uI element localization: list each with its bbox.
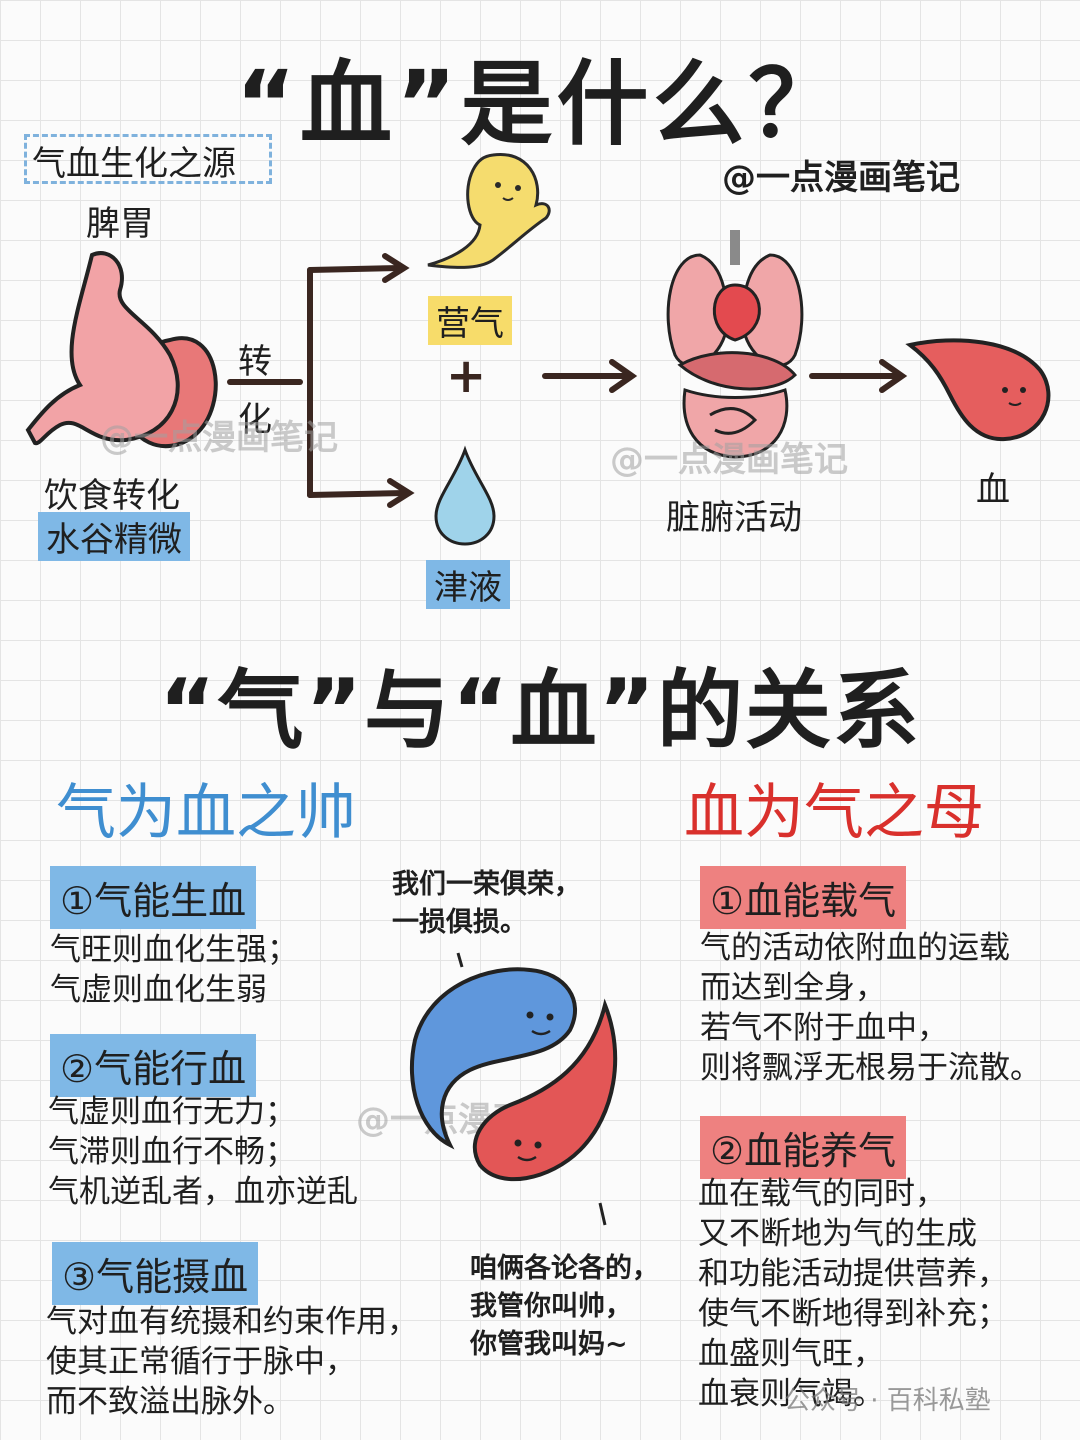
water-drop-icon	[434, 445, 496, 546]
footer-watermark: 公众号 · 百科私塾	[784, 1386, 991, 1416]
spleen-label: 脾胃	[86, 204, 154, 244]
flow-arrows	[227, 253, 908, 508]
convert-label-1: 转	[238, 342, 272, 382]
source-label: 气血生化之源	[32, 144, 236, 184]
right-section-title: 血为气之母	[684, 778, 984, 848]
stomach-illustration	[25, 251, 218, 449]
source-label-box	[24, 134, 272, 184]
organs-illustration	[666, 230, 804, 459]
title-top: “血”是什么？	[235, 51, 845, 158]
ying-qi-ghost-icon	[427, 153, 551, 269]
left-item-2-text: 气虚则血行无力； 气滞则血行不畅； 气机逆乱者，血亦逆乱	[48, 1094, 358, 1210]
left-item-3-badge: ③气能摄血	[52, 1242, 259, 1305]
organs-label: 脏腑活动	[666, 498, 802, 538]
right-item-2-badge: ②血能养气	[700, 1116, 907, 1179]
author-label: @一点漫画笔记	[722, 158, 960, 198]
left-item-1-text: 气旺则血化生强； 气虚则血化生弱	[50, 932, 298, 1008]
essence-label: 水谷精微	[38, 512, 190, 561]
title-bottom: “气”与“血”的关系	[158, 661, 922, 761]
right-item-2-text: 血在载气的同时， 又不断地为气的生成 和功能活动提供营养， 使气不断地得到补充；…	[698, 1176, 1008, 1412]
watermark-1: @一点漫画笔记	[100, 418, 338, 458]
ying-qi-label: 营气	[428, 296, 512, 345]
left-item-3-text: 气对血有统摄和约束作用， 使其正常循行于脉中， 而不致溢出脉外。	[46, 1304, 418, 1420]
blood-drop-icon	[905, 338, 1051, 442]
qi-blood-characters	[410, 952, 618, 1226]
left-section-title: 气为血之帅	[56, 778, 356, 848]
right-item-1-badge: ①血能载气	[700, 866, 907, 929]
left-item-1-badge: ①气能生血	[50, 866, 257, 929]
speech-top: 我们一荣俱荣， 一损俱损。	[392, 869, 581, 938]
plus-sign: +	[446, 348, 487, 404]
speech-bottom: 咱俩各论各的， 我管你叫帅， 你管我叫妈~	[470, 1253, 659, 1360]
blood-label: 血	[976, 470, 1010, 510]
jin-ye-label: 津液	[426, 560, 510, 609]
convert-label-2: 化	[238, 400, 272, 440]
food-label: 饮食转化	[44, 476, 180, 516]
left-item-2-badge: ②气能行血	[50, 1034, 257, 1097]
watermark-2: @一点漫画笔记	[610, 440, 848, 480]
right-item-1-text: 气的活动依附血的运载 而达到全身， 若气不附于血中， 则将飘浮无根易于流散。	[700, 930, 1041, 1086]
